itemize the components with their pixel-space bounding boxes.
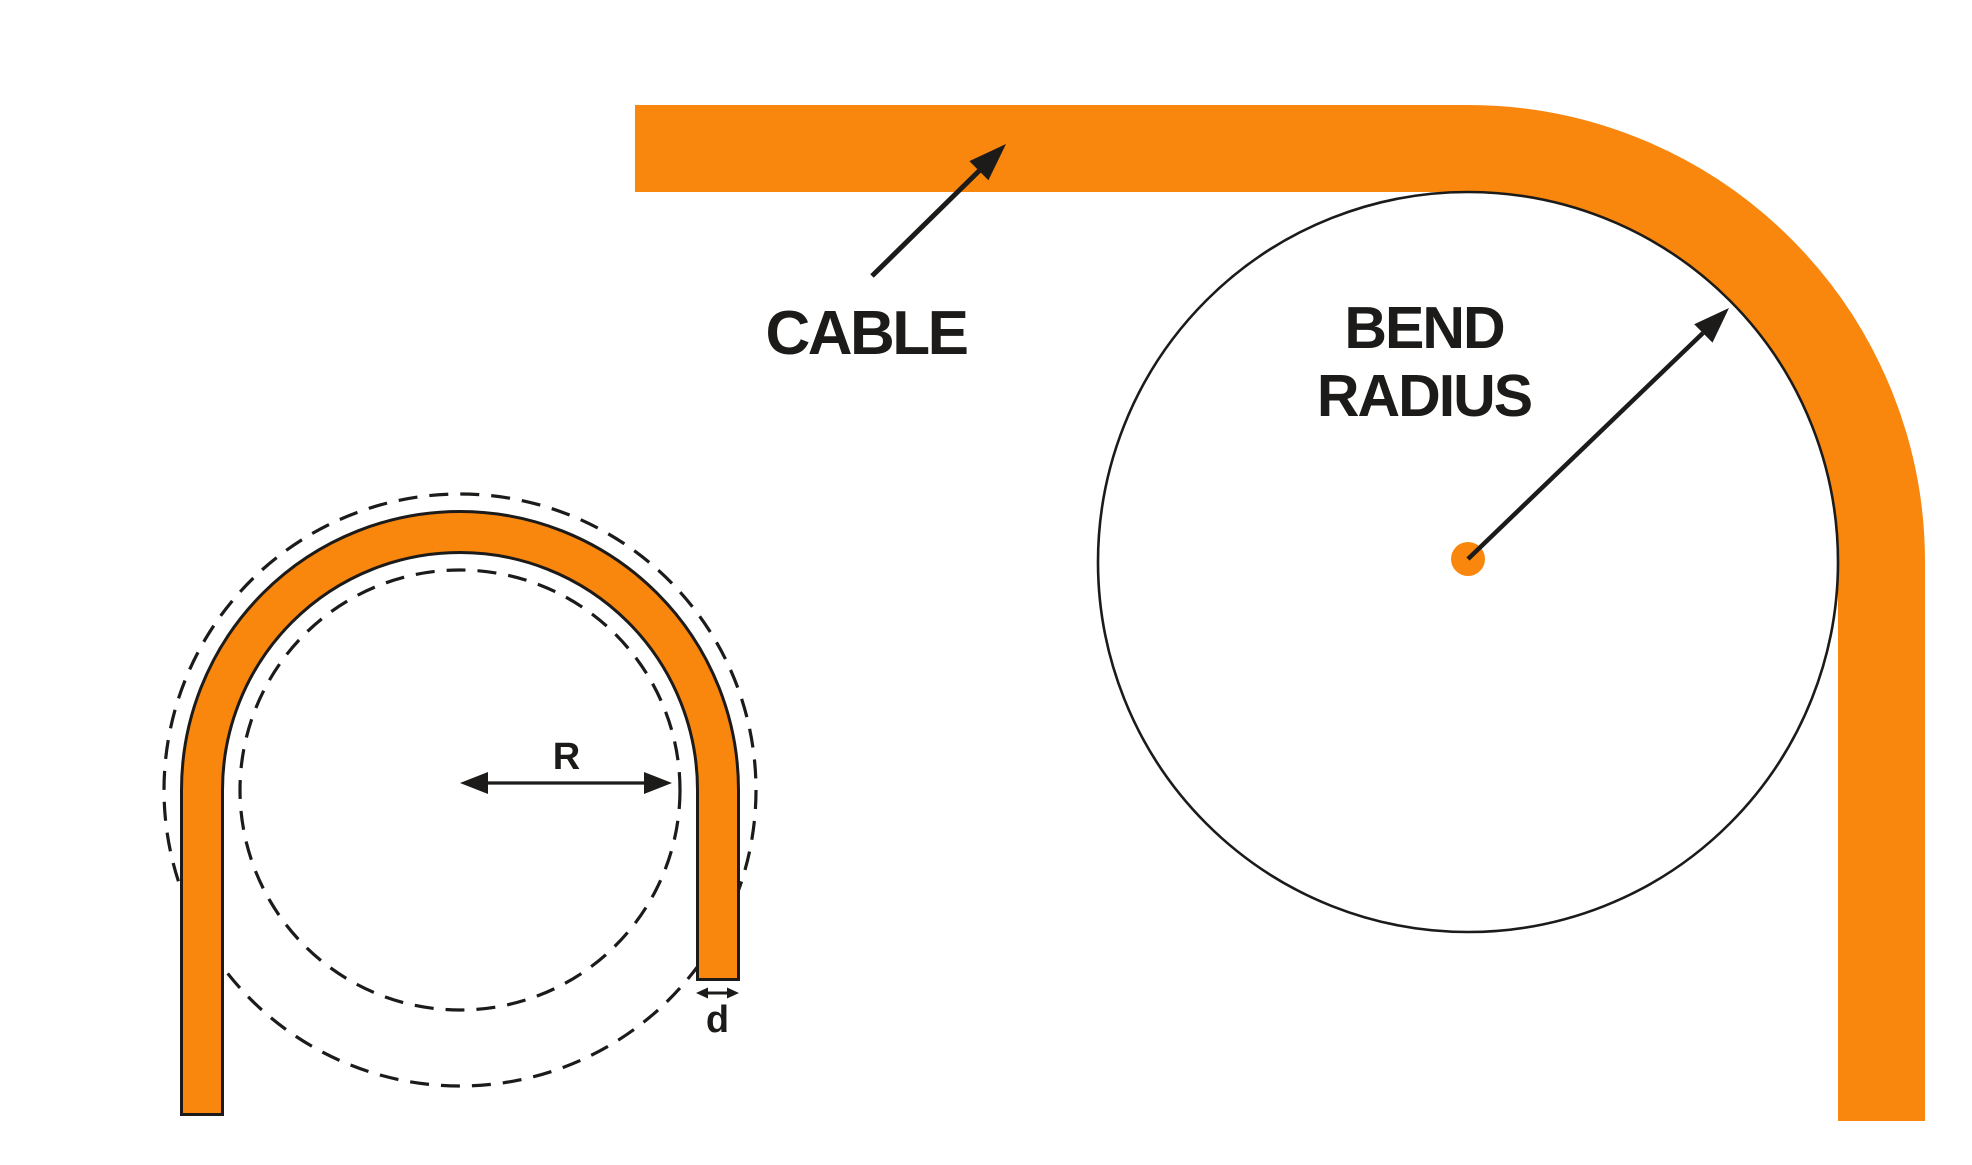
cable-pointer-line <box>870 167 983 278</box>
bent-cable <box>635 105 1925 1121</box>
diameter-dimension-left-arrowhead-icon <box>696 987 708 999</box>
radius-dimension: R <box>460 736 672 794</box>
cable-bend-radius-diagram: R d <box>40 16 1972 1149</box>
bend-radius-label: BEND RADIUS <box>1317 295 1534 429</box>
radius-label: R <box>553 736 580 778</box>
diameter-label: d <box>706 999 728 1041</box>
bend-radius-arrow-line <box>1466 331 1705 561</box>
inner-dashed-circle <box>238 568 682 1012</box>
diameter-dimension-right-arrowhead-icon <box>727 987 739 999</box>
bend-radius-label-line1: BEND <box>1344 295 1504 361</box>
bend-radius-arrowhead-icon <box>1694 308 1729 343</box>
dimension-detail-diagram: R d <box>162 492 758 1116</box>
radius-dimension-left-arrowhead-icon <box>460 772 488 794</box>
bend-radius-label-line2: RADIUS <box>1317 363 1532 429</box>
bend-radius-arrow <box>1466 308 1729 561</box>
bend-radius-circle <box>1096 190 1840 934</box>
cable-bend-diagram: CABLE BEND RADIUS <box>635 105 1925 1121</box>
outer-dashed-circle <box>162 492 758 1088</box>
cable-pointer-arrowhead-icon <box>969 144 1006 181</box>
cable-callout: CABLE <box>765 144 1006 368</box>
u-cable-body <box>183 513 737 1113</box>
radius-dimension-right-arrowhead-icon <box>644 772 672 794</box>
diameter-dimension: d <box>696 987 739 1041</box>
diagram-canvas: R d <box>162 105 1925 1121</box>
cable-label: CABLE <box>765 299 966 368</box>
